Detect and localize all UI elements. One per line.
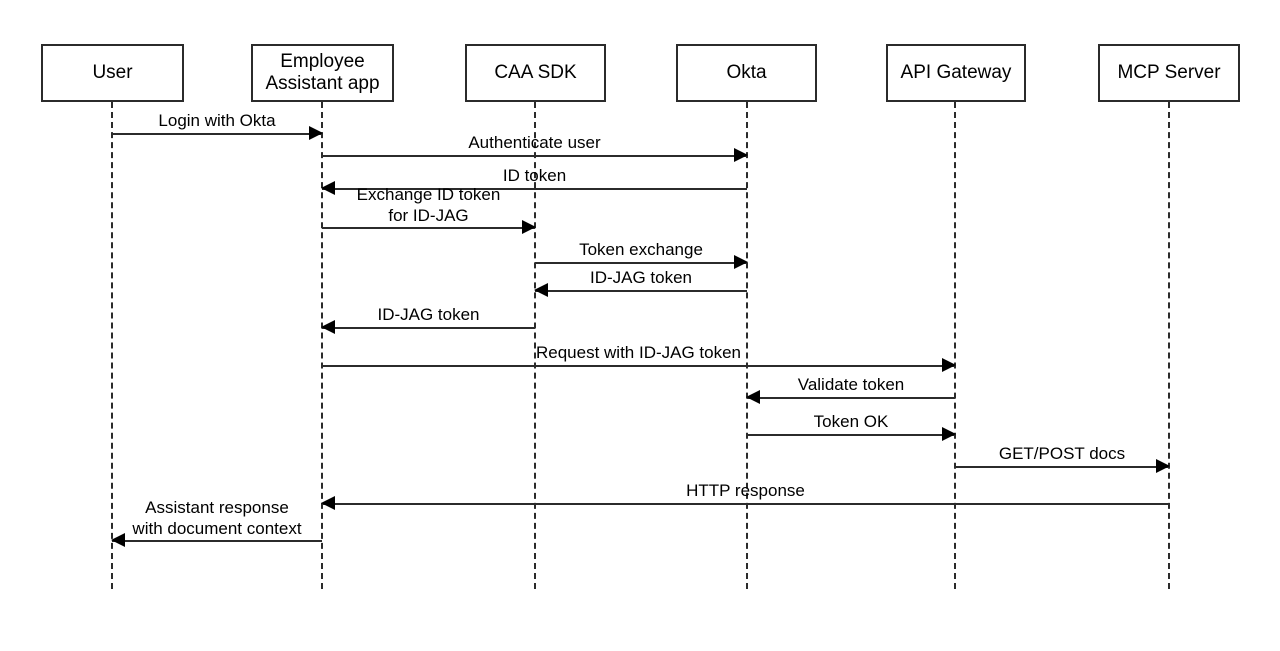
message-line-m7 (322, 327, 535, 329)
arrowhead-left-icon (321, 496, 335, 510)
message-line-m12 (322, 503, 1169, 505)
participant-box-gateway[interactable]: API Gateway (886, 44, 1026, 102)
message-label-m10: Token OK (813, 411, 889, 431)
message-line-m11 (955, 466, 1169, 468)
participant-box-app[interactable]: Employee Assistant app (251, 44, 394, 102)
message-label-m1: Login with Okta (158, 110, 276, 130)
arrowhead-left-icon (321, 320, 335, 334)
message-label-m5: Token exchange (579, 239, 703, 259)
participant-box-okta[interactable]: Okta (676, 44, 817, 102)
message-label-m11: GET/POST docs (998, 443, 1126, 463)
lifeline-user (111, 102, 113, 589)
message-line-m8 (322, 365, 955, 367)
arrowhead-left-icon (321, 181, 335, 195)
message-label-m9: Validate token (797, 374, 905, 394)
arrowhead-right-icon (1156, 459, 1170, 473)
arrowhead-right-icon (522, 220, 536, 234)
participant-box-mcp[interactable]: MCP Server (1098, 44, 1240, 102)
participant-box-user[interactable]: User (41, 44, 184, 102)
message-line-m1 (112, 133, 322, 135)
lifeline-caa (534, 102, 536, 589)
participant-box-caa[interactable]: CAA SDK (465, 44, 606, 102)
lifeline-okta (746, 102, 748, 589)
arrowhead-right-icon (734, 255, 748, 269)
arrowhead-right-icon (734, 148, 748, 162)
message-label-m8: Request with ID-JAG token (535, 342, 742, 362)
message-line-m3 (322, 188, 747, 190)
lifeline-mcp (1168, 102, 1170, 589)
arrowhead-left-icon (111, 533, 125, 547)
arrowhead-left-icon (746, 390, 760, 404)
arrowhead-right-icon (942, 427, 956, 441)
arrowhead-right-icon (309, 126, 323, 140)
message-line-m10 (747, 434, 955, 436)
message-label-m6: ID-JAG token (589, 267, 693, 287)
lifeline-app (321, 102, 323, 589)
message-line-m9 (747, 397, 955, 399)
arrowhead-right-icon (942, 358, 956, 372)
arrowhead-left-icon (534, 283, 548, 297)
message-line-m6 (535, 290, 747, 292)
message-line-m5 (535, 262, 747, 264)
message-line-m13 (112, 540, 322, 542)
lifeline-gateway (954, 102, 956, 589)
message-label-m7: ID-JAG token (377, 304, 480, 324)
message-line-m2 (322, 155, 747, 157)
message-line-m4 (322, 227, 535, 229)
